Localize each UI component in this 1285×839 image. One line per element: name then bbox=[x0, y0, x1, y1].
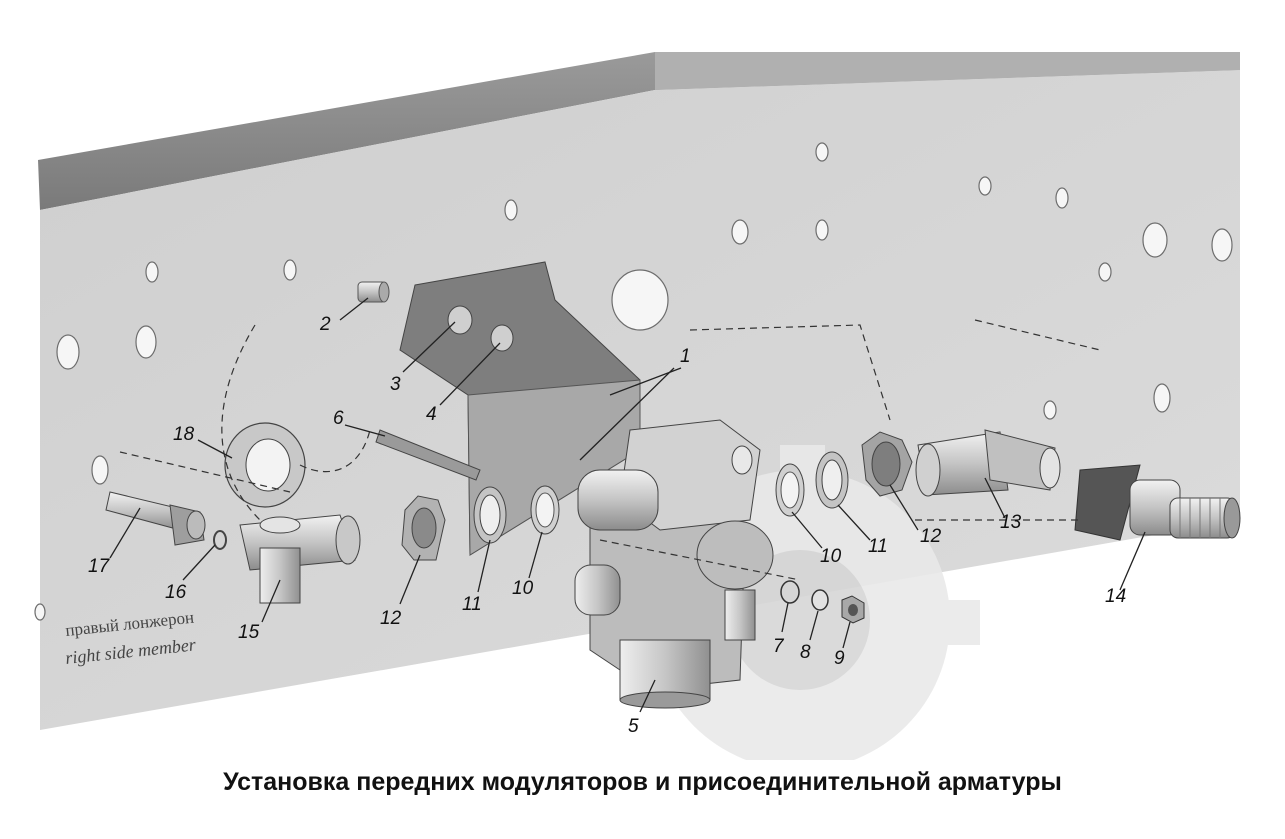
bolt-2 bbox=[357, 281, 390, 303]
fitting-14 bbox=[1074, 464, 1241, 541]
callout-5: 5 bbox=[628, 716, 639, 737]
callout-12-right: 12 bbox=[920, 526, 942, 547]
callout-7: 7 bbox=[773, 636, 785, 657]
washer-18 bbox=[224, 422, 306, 508]
callout-10-right: 10 bbox=[820, 546, 842, 567]
fitting-17 bbox=[105, 491, 206, 546]
ring-11-right bbox=[815, 451, 849, 509]
nut-9 bbox=[841, 595, 865, 624]
stud-6 bbox=[375, 429, 481, 481]
washer-8 bbox=[811, 589, 829, 611]
seal-10-left bbox=[530, 485, 560, 535]
side-member-flange-edge bbox=[655, 52, 1240, 90]
o-ring-16 bbox=[213, 530, 227, 550]
callout-9: 9 bbox=[834, 648, 845, 669]
callout-10-left: 10 bbox=[512, 578, 534, 599]
callout-6: 6 bbox=[333, 408, 344, 429]
nut-12-left bbox=[401, 495, 446, 561]
frame-holes bbox=[34, 142, 1233, 621]
callout-2: 2 bbox=[319, 314, 331, 335]
callout-18: 18 bbox=[173, 424, 195, 445]
callout-14: 14 bbox=[1105, 586, 1126, 607]
seal-10-right bbox=[775, 463, 805, 517]
callout-12-left: 12 bbox=[380, 608, 402, 629]
callout-1: 1 bbox=[680, 346, 691, 367]
leader-lines bbox=[109, 297, 1146, 713]
callout-8: 8 bbox=[800, 642, 811, 663]
callout-3: 3 bbox=[390, 374, 401, 395]
assembly-diagram: 1 2 3 4 5 6 7 8 9 10 10 11 11 12 12 13 1… bbox=[34, 52, 1241, 760]
figure-caption: Установка передних модуляторов и присоед… bbox=[223, 768, 1062, 796]
callout-16: 16 bbox=[165, 582, 187, 603]
ring-11-left bbox=[473, 486, 507, 544]
callout-15: 15 bbox=[238, 622, 260, 643]
callouts: 1 2 3 4 5 6 7 8 9 10 10 11 11 12 12 13 1… bbox=[88, 314, 1126, 737]
elbow-15 bbox=[239, 514, 361, 604]
callout-4: 4 bbox=[426, 404, 437, 425]
modulator-5 bbox=[574, 419, 774, 709]
callout-17: 17 bbox=[88, 556, 111, 577]
assembly-lines bbox=[119, 319, 1101, 581]
nut-12-right bbox=[861, 431, 913, 497]
callout-11-right: 11 bbox=[868, 536, 888, 557]
callout-11-left: 11 bbox=[462, 594, 482, 615]
washer-7 bbox=[780, 580, 800, 604]
callout-13: 13 bbox=[1000, 512, 1022, 533]
